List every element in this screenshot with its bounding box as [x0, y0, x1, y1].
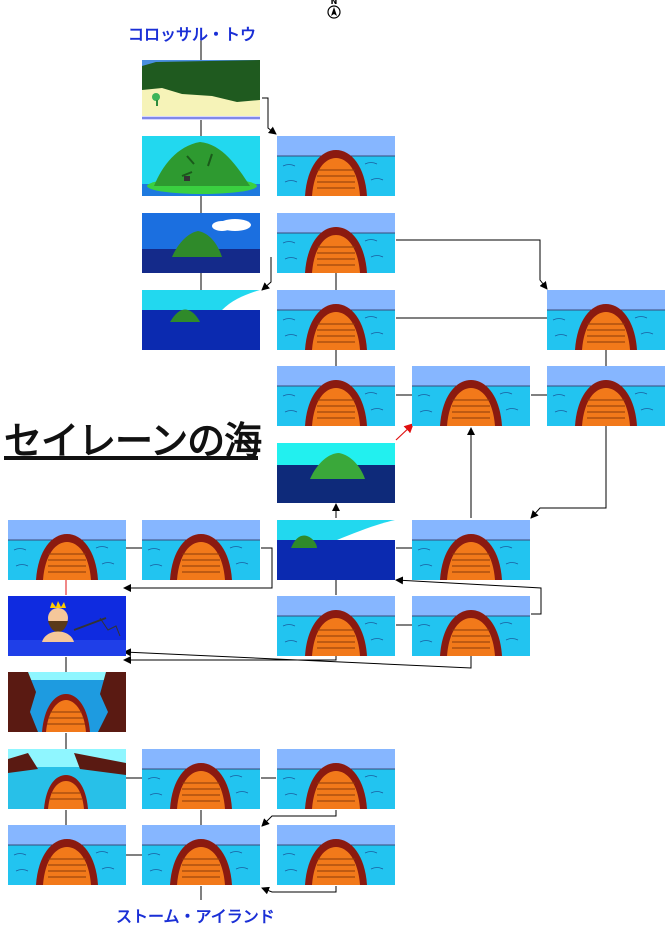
beach-tile: [142, 60, 260, 120]
siren-tile: [8, 596, 126, 656]
rowboat-sea-tile: [412, 366, 530, 426]
rowboat-sea-tile: [412, 596, 530, 656]
island-tile-far: [142, 290, 260, 350]
north-compass-icon: [327, 5, 341, 19]
area-title: セイレーンの海: [4, 419, 262, 463]
end-location-label: ストーム・アイランド: [116, 907, 275, 926]
boat-tiles: [8, 136, 665, 885]
rowboat-sea-tile: [277, 366, 395, 426]
island-tile-near: [142, 136, 260, 196]
rowboat-sea-tile: [8, 825, 126, 885]
rowboat-sea-tile: [142, 520, 260, 580]
compass-north-label: N: [331, 0, 338, 6]
cliff-channel-tile: [8, 672, 126, 732]
rowboat-sea-tile: [277, 825, 395, 885]
rowboat-sea-tile: [8, 520, 126, 580]
rowboat-sea-tile: [547, 366, 665, 426]
rowboat-sea-tile: [547, 290, 665, 350]
island-tile-mid: [142, 213, 260, 273]
rowboat-sea-tile: [142, 749, 260, 809]
island-tile-wave: [277, 520, 395, 580]
red-arrow: [395, 423, 414, 441]
rowboat-sea-tile: [277, 213, 395, 273]
rowboat-sea-tile: [277, 596, 395, 656]
rock-passage-tile: [8, 749, 126, 809]
connectors: [65, 40, 607, 900]
title-underline: [4, 456, 258, 460]
rowboat-sea-tile: [277, 290, 395, 350]
rowboat-sea-tile: [277, 136, 395, 196]
start-location-label: コロッサル・トウ: [128, 25, 257, 44]
island-tile-center: [277, 443, 395, 503]
rowboat-sea-tile: [142, 825, 260, 885]
rowboat-sea-tile: [412, 520, 530, 580]
rowboat-sea-tile: [277, 749, 395, 809]
